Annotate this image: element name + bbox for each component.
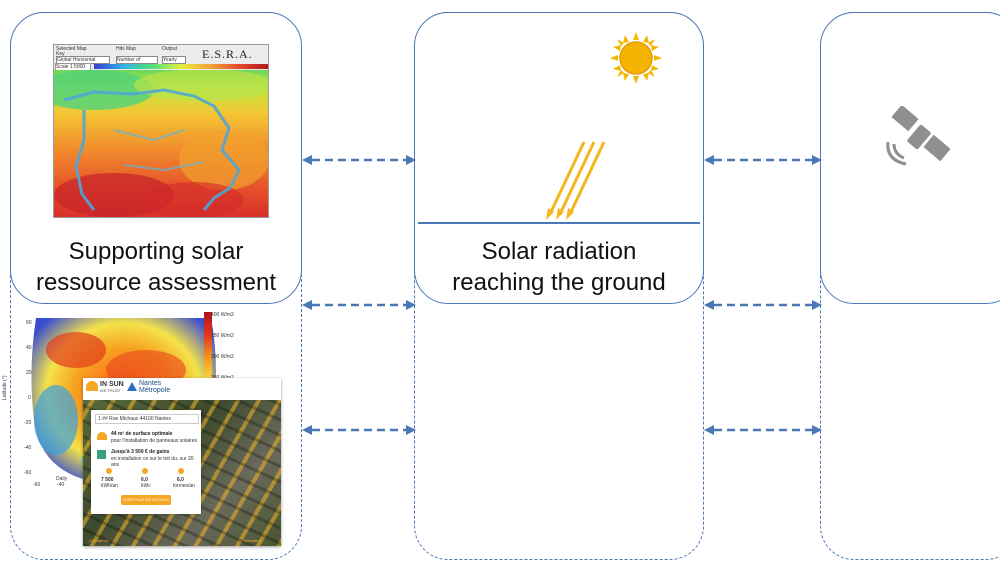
colorbar — [204, 312, 212, 382]
nantes-line1: Nantes — [139, 380, 162, 387]
radiation-ray-icon — [546, 141, 606, 220]
y-tick: -60 — [24, 470, 32, 476]
caption-assessment-line2: ressource assessment — [35, 269, 277, 296]
connector-arrow — [302, 155, 416, 165]
roof-icon — [97, 432, 107, 440]
y-tick: -20 — [24, 420, 32, 426]
footer-left[interactable]: Orthophoto — [89, 538, 110, 543]
stat-unit: kWc — [141, 483, 151, 489]
insun-header: IN SUN WE TRUST Nantes Métropole — [83, 378, 281, 400]
footer-right[interactable]: Simulation — [243, 538, 262, 543]
caption-radiation-line1: Solar radiation — [481, 238, 637, 265]
nantes-logo-icon — [127, 382, 137, 391]
esra-toolbar: Selected Map Key Global Horizontal Irrad… — [54, 45, 268, 64]
y-tick: -40 — [24, 445, 32, 451]
caption-radiation: Solar radiation reaching the ground — [414, 236, 704, 298]
sun-icon — [610, 32, 662, 84]
esra-label-key: Key — [56, 51, 65, 57]
stat-sun-icon — [106, 468, 112, 474]
stat-co2-icon — [178, 468, 184, 474]
colorbar-label-1: 400 W/m2 — [211, 312, 234, 318]
y-tick: 0 — [28, 395, 31, 401]
stat-value: 6,0 — [177, 477, 184, 483]
surface-sub: pour l'installation de panneaux solaires — [111, 438, 198, 444]
connector-arrow — [302, 425, 416, 435]
esra-label-output: Output — [162, 46, 178, 52]
result-panel: 1 ## Rue Michaux 44100 Nantes 44 m² de s… — [91, 410, 201, 514]
gain-sub: en installation ce sur le toit du, sur 2… — [111, 456, 194, 468]
connector-arrow — [704, 300, 822, 310]
insun-brand-line2: WE TRUST — [100, 388, 121, 393]
card-radiation — [414, 12, 704, 304]
insun-brand-line1: IN SUN — [100, 381, 124, 388]
esra-field-output[interactable]: Yearly — [162, 56, 186, 64]
colorbar-label-2: 350 W/m2 — [211, 333, 234, 339]
y-axis-label: Latitude (°) — [2, 375, 8, 400]
details-button[interactable]: VOIR PLUS DE DÉTAILS — [121, 495, 171, 505]
nantes-line2: Métropole — [139, 387, 171, 394]
esra-map-figure: Selected Map Key Global Horizontal Irrad… — [53, 44, 269, 218]
insun-logo-icon — [86, 381, 98, 391]
gain-title: Jusqu'à 3 500 € de gains — [111, 449, 170, 455]
x-tick: -60 — [33, 482, 41, 488]
connector-arrow — [704, 155, 822, 165]
y-tick: 40 — [26, 345, 32, 351]
caption-radiation-line2: reaching the ground — [452, 269, 666, 296]
esra-brand: E.S.R.A. — [202, 47, 253, 61]
card-satellite — [820, 12, 1000, 304]
esra-label-hits: Hits Map — [116, 46, 136, 52]
x-tick: -40 — [57, 482, 65, 488]
y-tick: 20 — [26, 370, 32, 376]
surface-title: 44 m² de surface optimale — [111, 431, 173, 437]
y-tick: 60 — [26, 320, 32, 326]
stat-unit: kWh/an — [101, 483, 118, 489]
connector-arrow — [704, 425, 822, 435]
address-input[interactable]: 1 ## Rue Michaux 44100 Nantes — [95, 414, 199, 424]
insun-app-screenshot: IN SUN WE TRUST Nantes Métropole 1 ## Ru… — [83, 378, 281, 546]
stat-value: 6,0 — [141, 477, 148, 483]
colorbar-label-3: 300 W/m2 — [211, 354, 234, 360]
esra-field-hits[interactable]: Number of overrides — [116, 56, 158, 64]
ground-line — [418, 222, 700, 224]
savings-icon — [97, 450, 106, 459]
x-axis-label: Daily — [56, 476, 68, 482]
caption-assessment: Supporting solar ressource assessment — [10, 236, 302, 298]
stat-value: 7 500 — [101, 477, 114, 483]
stat-power-icon — [142, 468, 148, 474]
connector-arrow — [302, 300, 416, 310]
satellite-icon — [886, 106, 951, 166]
stat-unit: tonnes/an — [173, 483, 195, 489]
esra-legend-bar — [94, 64, 268, 69]
caption-assessment-line1: Supporting solar — [68, 238, 244, 265]
iberia-irradiation-map — [54, 70, 268, 217]
esra-label-map: Selected Map — [56, 46, 87, 52]
